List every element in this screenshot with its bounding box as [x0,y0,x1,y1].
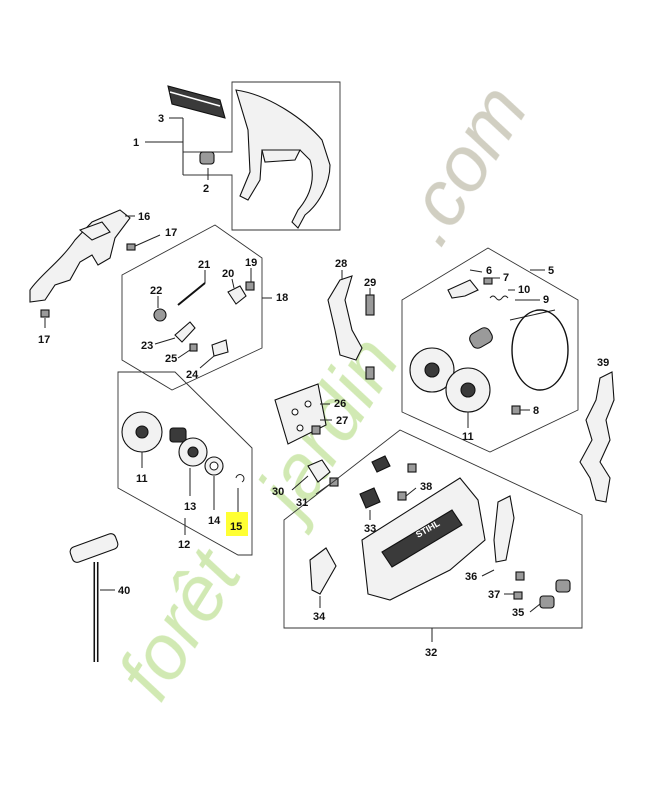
callout-33: 33 [364,523,376,535]
group-5: 5 6 7 8 9 10 11 [401,247,579,453]
group-18: 18 19 20 21 22 23 24 25 [121,224,288,391]
callout-2: 2 [203,183,209,195]
callout-34: 34 [313,611,326,623]
callout-8: 8 [533,405,539,417]
group-hand-guard: 1 2 3 [133,81,341,231]
group-rear-handle: 16 17 17 [29,209,177,346]
highlight-15 [226,512,248,536]
callout-17-bottom: 17 [38,334,50,346]
watermark-com: .com [380,69,544,259]
callout-18: 18 [276,292,288,304]
callout-17-top: 17 [165,227,177,239]
callout-14: 14 [208,515,221,527]
callout-31: 31 [296,497,308,509]
callout-1: 1 [133,137,139,149]
decal-part [167,85,226,119]
callout-24: 24 [186,369,199,381]
callout-30: 30 [272,486,284,498]
callout-20: 20 [222,268,234,280]
callout-13: 13 [184,501,196,513]
callout-35: 35 [512,607,524,619]
callout-21: 21 [198,259,210,271]
group-26-31: 26 27 30 31 [272,383,348,509]
callout-22: 22 [150,285,162,297]
bushing-part [199,151,215,165]
callout-6: 6 [486,265,492,277]
wrench-part [69,533,119,563]
callout-16: 16 [138,211,150,223]
callout-11-clutch: 11 [136,473,148,485]
hand-guard-part [235,89,331,229]
grip-part [469,327,493,349]
callout-32: 32 [425,647,437,659]
group-28-29: 28 29 [327,258,376,380]
bracket-part [327,275,363,361]
spring-part [153,308,167,322]
callout-5: 5 [548,265,554,277]
callout-40: 40 [118,585,130,597]
callout-29: 29 [364,277,376,289]
group-39: 39 [579,357,615,503]
watermark-jardin: jardin [235,321,415,537]
callout-12: 12 [178,539,190,551]
callout-39: 39 [597,357,609,369]
callout-9: 9 [543,294,549,306]
callout-11-starter: 11 [462,431,474,443]
callout-10: 10 [518,284,530,296]
spike-part [579,371,615,503]
watermark-foret: forêt [100,532,259,714]
callout-3: 3 [158,113,164,125]
callout-25: 25 [165,353,177,365]
group-40: 40 [69,533,130,662]
callout-36: 36 [465,571,477,583]
callout-7: 7 [503,272,509,284]
callout-19: 19 [245,257,257,269]
callout-27: 27 [336,415,348,427]
callout-37: 37 [488,589,500,601]
callout-26: 26 [334,398,346,410]
group-32: STIHL 32 33 34 35 36 37 38 [283,429,583,659]
callout-15: 15 [230,521,242,533]
callout-23: 23 [141,340,153,352]
callout-28: 28 [335,258,347,270]
group-12: 11 12 13 14 15 [117,371,253,556]
handle-part [29,209,131,303]
callout-38: 38 [420,481,432,493]
